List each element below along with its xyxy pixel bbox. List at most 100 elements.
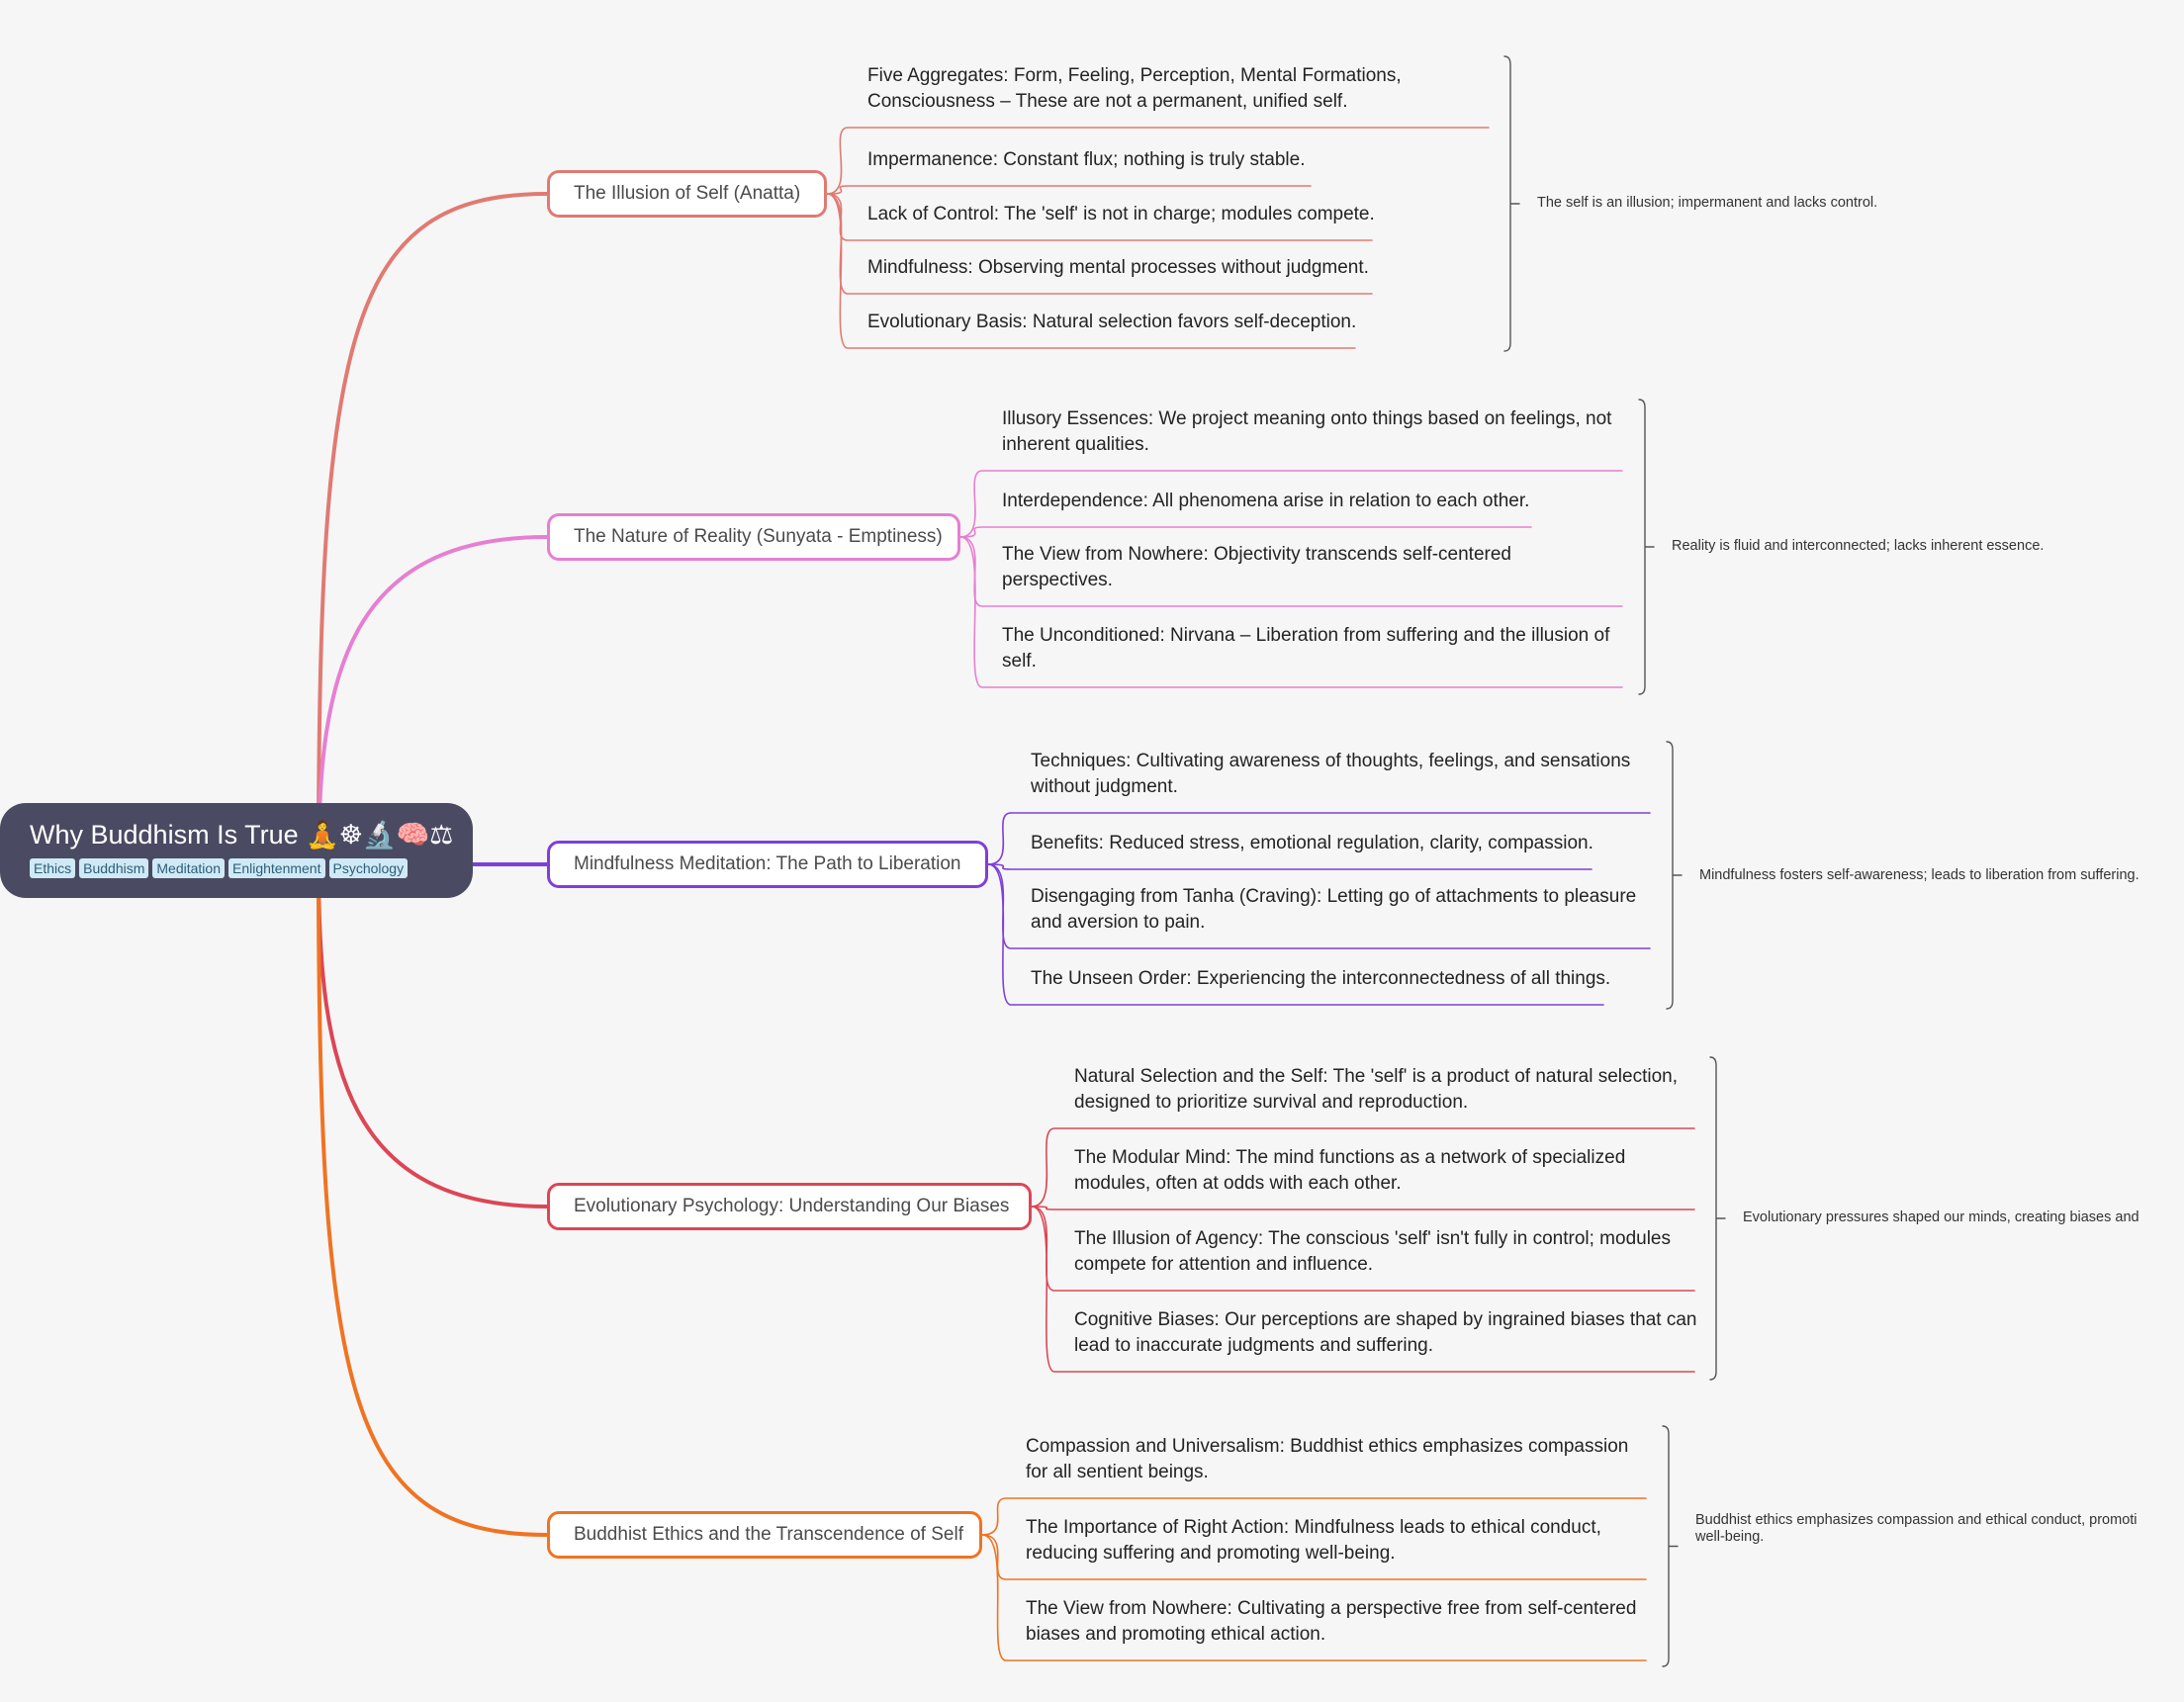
leaf-connector (1031, 1206, 1695, 1373)
leaf-connector (987, 863, 1592, 870)
summary-topic[interactable]: Buddhist ethics emphasizes compassion an… (1695, 1512, 2138, 1546)
leaf-topic[interactable]: Mindfulness: Observing mental processes … (867, 255, 1369, 281)
leaf-connector (959, 536, 1623, 688)
leaf-text-line: modules, often at odds with each other. (1074, 1173, 1402, 1194)
summary-bracket (1638, 399, 1655, 695)
leaf-topic[interactable]: The Illusion of Agency: The conscious 's… (1074, 1226, 1671, 1278)
leaf-connector (959, 470, 1623, 538)
leaf-text-line: Benefits: Reduced stress, emotional regu… (1031, 833, 1593, 853)
leaf-topic[interactable]: Illusory Essences: We project meaning on… (1002, 406, 1611, 458)
branch-topic[interactable]: Evolutionary Psychology: Understanding O… (547, 1183, 1032, 1230)
leaf-text-line: for all sentient beings. (1026, 1462, 1209, 1482)
leaf-topic[interactable]: Disengaging from Tanha (Craving): Lettin… (1031, 884, 1636, 936)
summary-bracket (1503, 55, 1520, 352)
leaf-topic[interactable]: Natural Selection and the Self: The 'sel… (1074, 1064, 1678, 1116)
branch-topic[interactable]: Buddhist Ethics and the Transcendence of… (547, 1511, 982, 1559)
leaf-text-line: compete for attention and influence. (1074, 1254, 1374, 1275)
summary-text-line: Reality is fluid and interconnected; lac… (1672, 538, 2045, 554)
leaf-text-line: Interdependence: All phenomena arise in … (1002, 491, 1530, 511)
leaf-text-line: The Modular Mind: The mind functions as … (1074, 1147, 1626, 1168)
leaf-text-line: Techniques: Cultivating awareness of tho… (1031, 751, 1631, 771)
summary-text-line: Mindfulness fosters self-awareness; lead… (1699, 867, 2139, 883)
tag-psychology[interactable]: Psychology (328, 858, 409, 878)
leaf-text-line: The View from Nowhere: Objectivity trans… (1002, 544, 1511, 565)
leaf-topic[interactable]: Cognitive Biases: Our perceptions are sh… (1074, 1307, 1697, 1359)
branch-connector (317, 192, 549, 866)
leaf-text-line: Evolutionary Basis: Natural selection fa… (867, 312, 1357, 332)
summary-text-line: The self is an illusion; impermanent and… (1537, 195, 1878, 211)
leaf-topic[interactable]: Compassion and Universalism: Buddhist et… (1026, 1434, 1628, 1485)
leaf-topic[interactable]: The Unconditioned: Nirvana – Liberation … (1002, 623, 1609, 674)
leaf-connector (981, 1534, 1647, 1580)
leaf-text-line: designed to prioritize survival and repr… (1074, 1092, 1469, 1113)
leaf-text-line: self. (1002, 651, 1037, 672)
summary-topic[interactable]: Reality is fluid and interconnected; lac… (1672, 538, 2044, 555)
leaf-text-line: biases and promoting ethical action. (1026, 1624, 1326, 1645)
leaf-text-line: Natural Selection and the Self: The 'sel… (1074, 1066, 1678, 1087)
leaf-topic[interactable]: The Modular Mind: The mind functions as … (1074, 1145, 1625, 1197)
leaf-connector (987, 863, 1604, 1006)
summary-bracket (1666, 741, 1683, 1010)
leaf-text-line: The Illusion of Agency: The conscious 's… (1074, 1228, 1671, 1249)
branch-topic[interactable]: The Nature of Reality (Sunyata - Emptine… (547, 513, 960, 561)
leaf-topic[interactable]: Techniques: Cultivating awareness of tho… (1031, 749, 1630, 800)
leaf-text-line: perspectives. (1002, 570, 1113, 590)
leaf-text-line: and aversion to pain. (1031, 912, 1206, 933)
leaf-text-line: The View from Nowhere: Cultivating a per… (1026, 1598, 1637, 1619)
leaf-topic[interactable]: The View from Nowhere: Objectivity trans… (1002, 542, 1511, 593)
tag-ethics[interactable]: Ethics (30, 858, 76, 878)
leaf-connector (987, 812, 1651, 865)
leaf-text-line: Five Aggregates: Form, Feeling, Percepti… (867, 65, 1402, 86)
summary-text-line: Evolutionary pressures shaped our minds,… (1743, 1209, 2139, 1225)
leaf-text-line: The Importance of Right Action: Mindfuln… (1026, 1517, 1601, 1538)
leaf-connector (1031, 1127, 1695, 1208)
tag-buddhism[interactable]: Buddhism (79, 858, 149, 878)
branch-connector (317, 862, 549, 1209)
leaf-connector (826, 193, 1356, 349)
leaf-topic[interactable]: The View from Nowhere: Cultivating a per… (1026, 1596, 1636, 1648)
branch-topic[interactable]: The Illusion of Self (Anatta) (547, 170, 827, 218)
tag-meditation[interactable]: Meditation (152, 858, 225, 878)
leaf-text-line: Consciousness – These are not a permanen… (867, 91, 1348, 112)
leaf-text-line: Lack of Control: The 'self' is not in ch… (867, 204, 1375, 224)
summary-topic[interactable]: The self is an illusion; impermanent and… (1537, 195, 1877, 212)
leaf-text-line: Impermanence: Constant flux; nothing is … (867, 149, 1306, 170)
leaf-connector (826, 185, 1312, 195)
leaf-text-line: Cognitive Biases: Our perceptions are sh… (1074, 1309, 1697, 1330)
leaf-connector (981, 1534, 1647, 1661)
leaf-text-line: The Unconditioned: Nirvana – Liberation … (1002, 625, 1610, 646)
leaf-topic[interactable]: Interdependence: All phenomena arise in … (1002, 489, 1529, 514)
root-title: Why Buddhism Is True 🧘☸🔬🧠⚖ (30, 820, 454, 850)
summary-topic[interactable]: Evolutionary pressures shaped our minds,… (1743, 1209, 2139, 1226)
summary-bracket (1709, 1056, 1726, 1381)
leaf-text-line: reducing suffering and promoting well-be… (1026, 1543, 1396, 1564)
leaf-text-line: without judgment. (1031, 776, 1178, 797)
summary-text-line: well-being. (1695, 1529, 1765, 1545)
leaf-text-line: The Unseen Order: Experiencing the inter… (1031, 968, 1611, 989)
leaf-topic[interactable]: Benefits: Reduced stress, emotional regu… (1031, 831, 1593, 856)
leaf-topic[interactable]: Impermanence: Constant flux; nothing is … (867, 147, 1306, 173)
leaf-text-line: lead to inaccurate judgments and sufferi… (1074, 1335, 1433, 1356)
leaf-topic[interactable]: The Unseen Order: Experiencing the inter… (1031, 966, 1610, 992)
leaf-connector (959, 526, 1532, 538)
branch-topic[interactable]: Mindfulness Meditation: The Path to Libe… (547, 841, 988, 888)
summary-bracket (1662, 1425, 1679, 1667)
branch-connector (317, 862, 549, 1537)
leaf-text-line: Compassion and Universalism: Buddhist et… (1026, 1436, 1629, 1457)
leaf-topic[interactable]: The Importance of Right Action: Mindfuln… (1026, 1515, 1601, 1567)
leaf-text-line: Illusory Essences: We project meaning on… (1002, 408, 1612, 429)
leaf-topic[interactable]: Lack of Control: The 'self' is not in ch… (867, 202, 1375, 227)
leaf-topic[interactable]: Five Aggregates: Form, Feeling, Percepti… (867, 63, 1402, 115)
branch-connector (317, 535, 549, 866)
leaf-topic[interactable]: Evolutionary Basis: Natural selection fa… (867, 310, 1356, 335)
leaf-connector (826, 127, 1490, 195)
leaf-connector (981, 1497, 1647, 1536)
leaf-text-line: Mindfulness: Observing mental processes … (867, 257, 1369, 278)
tag-enlightenment[interactable]: Enlightenment (228, 858, 325, 878)
leaf-text-line: inherent qualities. (1002, 434, 1149, 455)
summary-topic[interactable]: Mindfulness fosters self-awareness; lead… (1699, 867, 2139, 884)
